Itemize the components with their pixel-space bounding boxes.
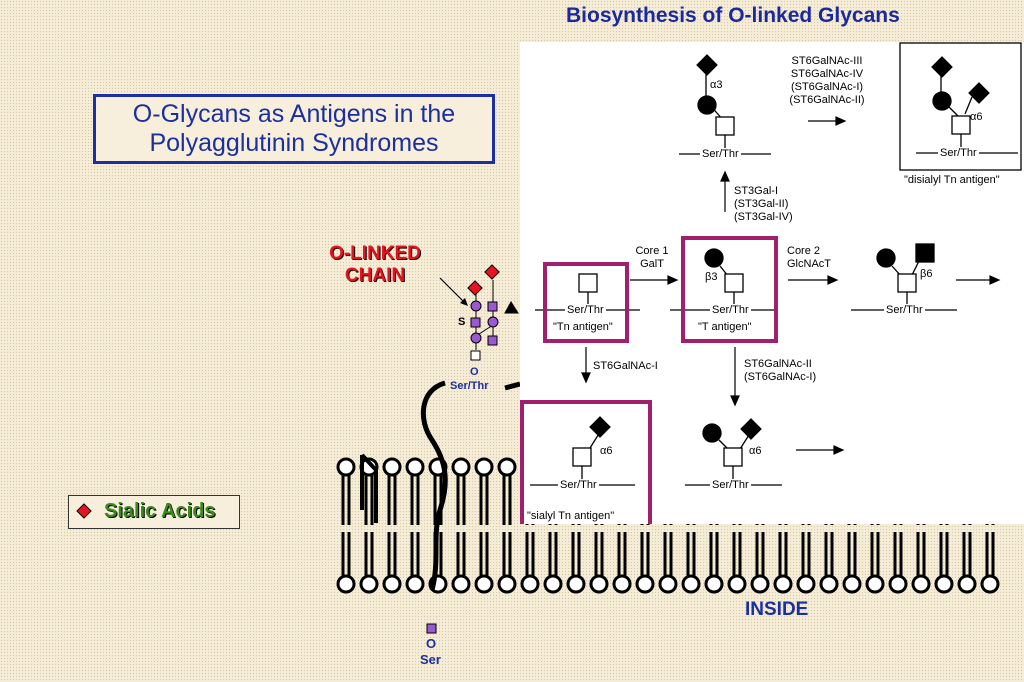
lipid-head — [957, 574, 977, 594]
chain-sialic-diamond-2 — [484, 264, 500, 280]
disialyl-tn-box — [899, 42, 1022, 171]
pathway-panel: α3 Ser/Thr ST6GalNAc-III ST6GalNAc-IV (S… — [520, 42, 1024, 524]
sialyl-tn-box — [520, 400, 652, 524]
ser-thr-top: Ser/Thr — [700, 148, 741, 161]
lipid-head — [405, 574, 425, 594]
pathway-drawing — [520, 42, 1022, 524]
lipid-head — [382, 574, 402, 594]
lipid-head — [566, 574, 586, 594]
ser-thr-core2: Ser/Thr — [884, 304, 925, 317]
lipid-head — [543, 574, 563, 594]
lipid-head — [911, 574, 931, 594]
st3gal-block: ST3Gal-I (ST3Gal-II) (ST3Gal-IV) — [734, 185, 793, 223]
st6galnac-ii-block: ST6GalNAc-II (ST6GalNAc-I) — [744, 358, 817, 383]
lipid-head — [451, 574, 471, 594]
ser-thr-t: Ser/Thr — [710, 304, 751, 317]
ser-thr-disialyl: Ser/Thr — [938, 147, 979, 160]
subtitle-line-2: Polyagglutinin Syndromes — [149, 129, 439, 157]
page-title: Biosynthesis of O-linked Glycans — [566, 4, 900, 27]
lipid-heads-bottom — [336, 574, 1000, 594]
lipid-head — [888, 574, 908, 594]
lipid-head — [796, 574, 816, 594]
lipid-head — [405, 457, 425, 477]
chain-sialic-diamond-1 — [467, 280, 483, 296]
lipid-head — [451, 457, 471, 477]
lipid-head — [934, 574, 954, 594]
alpha6-label-sialyl-tn: α6 — [600, 445, 613, 457]
lower-gal-nac-square — [426, 623, 437, 634]
lipid-head — [336, 457, 356, 477]
lipid-head — [750, 574, 770, 594]
lipid-head — [589, 574, 609, 594]
chain-o-label: O — [470, 366, 479, 378]
alpha6-label-bottom: α6 — [749, 445, 762, 457]
lipid-head — [842, 574, 862, 594]
lipid-head — [474, 457, 494, 477]
tn-antigen-box — [543, 262, 629, 343]
protein-strand-tip — [504, 381, 521, 391]
lipid-head — [497, 574, 517, 594]
lipid-head — [497, 457, 517, 477]
lipid-head — [681, 574, 701, 594]
core2-label: Core 2 GlcNAcT — [787, 245, 831, 270]
ser-thr-tn: Ser/Thr — [565, 304, 606, 317]
ser-thr-sialyl-tn: Ser/Thr — [558, 479, 599, 492]
t-antigen-box — [681, 236, 778, 343]
lipid-head — [773, 574, 793, 594]
legend-label: Sialic Acids — [104, 500, 216, 522]
top-sialic-diamond — [696, 54, 718, 76]
alpha6-label-disialyl: α6 — [970, 111, 983, 123]
lipid-head — [520, 574, 540, 594]
legend-box — [68, 495, 240, 529]
o-linked-chain-label: O-LINKED CHAIN — [329, 243, 421, 286]
lipid-head — [865, 574, 885, 594]
lipid-head — [704, 574, 724, 594]
st6galnac-iii-block: ST6GalNAc-III ST6GalNAc-IV (ST6GalNAc-I)… — [789, 55, 865, 106]
alpha3-label: α3 — [710, 79, 723, 91]
disialyl-tn-label: "disialyl Tn antigen" — [904, 174, 1000, 186]
beta6-label: β6 — [920, 268, 933, 280]
st6galnac-i-label: ST6GalNAc-I — [593, 360, 658, 372]
lipid-head — [980, 574, 1000, 594]
lipid-head — [635, 574, 655, 594]
lipid-head — [474, 574, 494, 594]
core1-label: Core 1 GalT — [635, 245, 669, 270]
protein-strand — [420, 380, 448, 591]
lipid-head — [727, 574, 747, 594]
ser-thr-bottom: Ser/Thr — [710, 479, 751, 492]
lipid-head — [658, 574, 678, 594]
t-antigen-label: "T antigen" — [698, 321, 752, 333]
tn-antigen-label: "Tn antigen" — [553, 321, 613, 333]
lipid-head — [336, 574, 356, 594]
sialyl-tn-label: "sialyl Tn antigen" — [527, 510, 615, 522]
beta3-label: β3 — [705, 271, 718, 283]
subtitle-line-1: O-Glycans as Antigens in the — [132, 100, 456, 128]
inside-label: INSIDE — [745, 599, 809, 620]
lipid-head — [382, 457, 402, 477]
lipid-head — [612, 574, 632, 594]
chain-ser-thr-label: Ser/Thr — [450, 380, 489, 392]
o-linked-chain-glycan — [467, 264, 519, 361]
chain-s-label: S — [458, 316, 466, 328]
lipid-head — [819, 574, 839, 594]
lipid-head — [359, 574, 379, 594]
subtitle-box: O-Glycans as Antigens in the Polyaggluti… — [93, 94, 495, 164]
lower-ser-label: Ser — [420, 652, 441, 667]
lower-o-label: O — [426, 636, 437, 651]
